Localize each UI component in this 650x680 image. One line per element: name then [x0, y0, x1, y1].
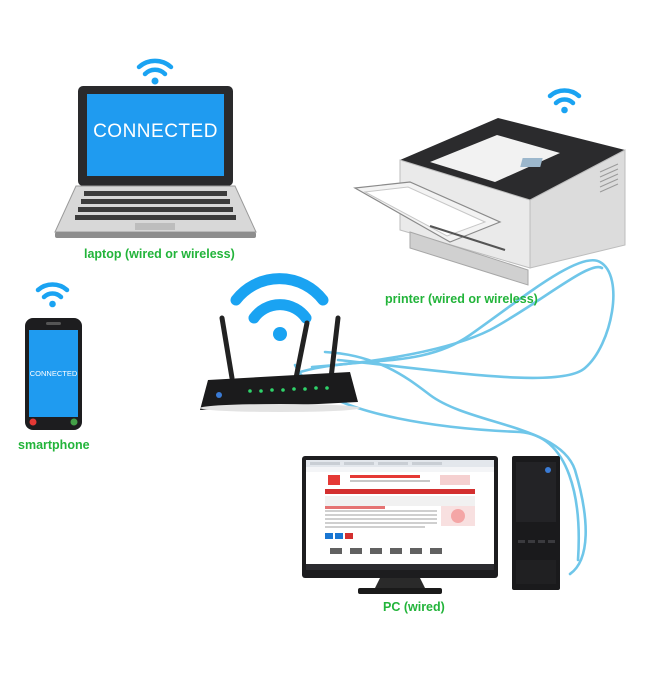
laptop-screen — [87, 94, 224, 176]
laptop-label: laptop (wired or wireless) — [84, 247, 235, 261]
laptop-screen-text: CONNECTED — [93, 121, 218, 142]
cable-router-to-pc — [323, 350, 587, 576]
router-status-leds — [248, 386, 329, 393]
pc-label: PC (wired) — [383, 600, 445, 614]
laptop-icon — [54, 58, 257, 238]
laptop-touchpad — [135, 223, 175, 230]
laptop-wifi-icon — [136, 58, 174, 85]
smartphone-label: smartphone — [18, 438, 90, 452]
cable-router-to-printer — [298, 258, 615, 380]
smartphone-icon — [25, 282, 82, 430]
printer-label: printer (wired or wireless) — [385, 292, 538, 306]
printer-wifi-icon — [547, 88, 582, 114]
printer-vents — [599, 163, 619, 193]
desktop-pc-icon — [302, 456, 560, 594]
smartphone-screen — [29, 330, 78, 417]
cable-router-to-printer-b — [310, 265, 604, 369]
smartphone-wifi-icon — [35, 282, 70, 308]
smartphone-screen-text: CONNECTED — [29, 369, 78, 378]
router-wifi-icon — [230, 273, 329, 341]
printer-icon — [353, 88, 626, 286]
router-icon — [200, 273, 360, 412]
laptop-keyboard — [75, 191, 236, 220]
